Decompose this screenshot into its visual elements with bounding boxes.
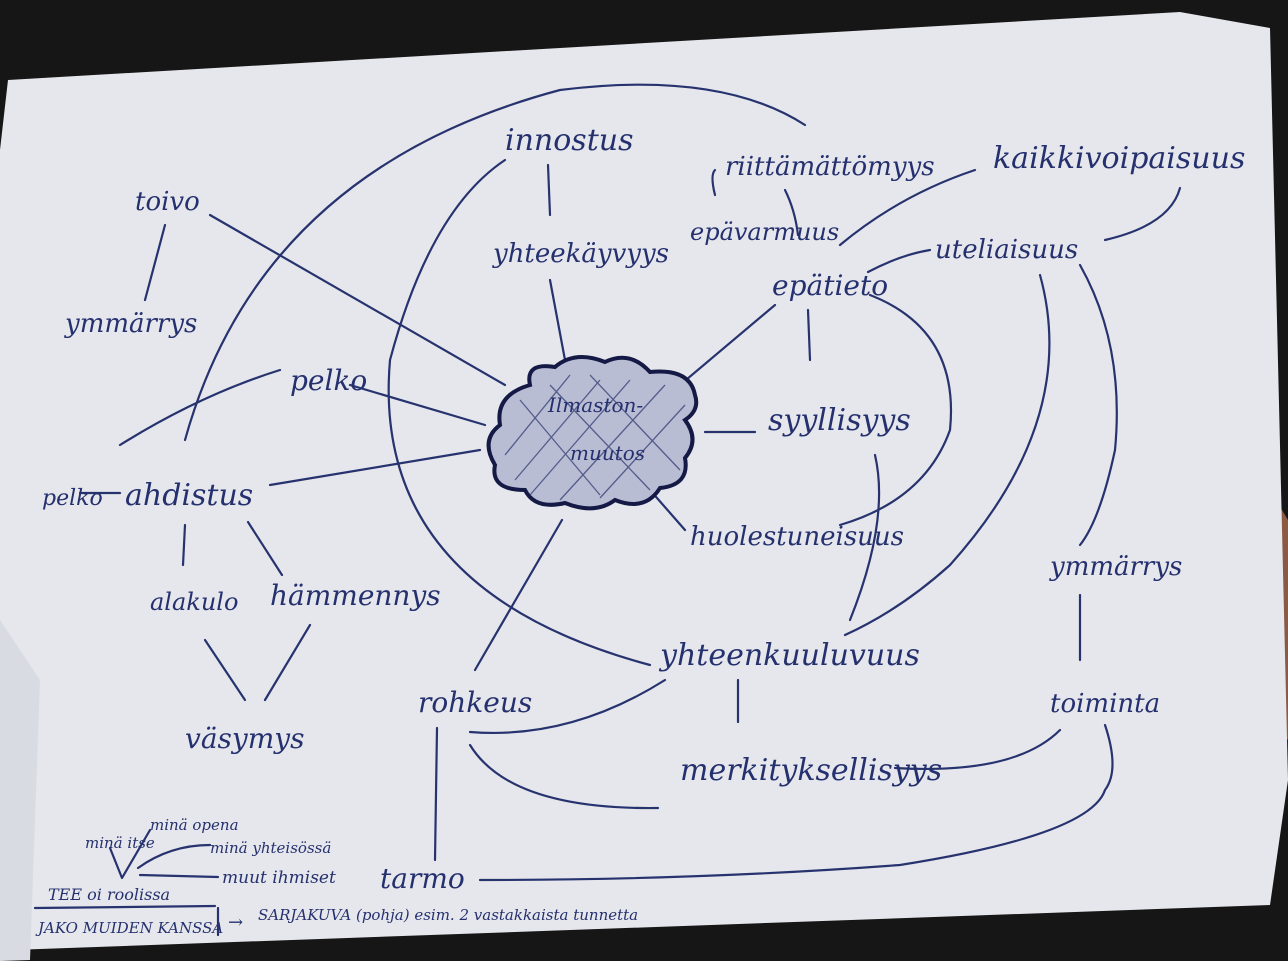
center-label-line2: muutos (570, 441, 645, 465)
note-mina-yhteisossa: minä yhteisössä (210, 839, 331, 857)
note-underline (33, 904, 217, 910)
node-syyllisyys: syyllisyys (768, 403, 911, 438)
node-ahdistus: ahdistus (125, 478, 253, 513)
node-merkityksellisyys: merkityksellisyys (680, 753, 942, 788)
note-tee-roolissa: TEE oi roolissa (48, 885, 170, 904)
node-alakulo: alakulo (150, 588, 238, 616)
node-pelko-left: pelko (42, 486, 103, 511)
note-sarjakuva: SARJAKUVA (pohja) esim. 2 vastakkaista t… (258, 906, 638, 924)
mindmap-nodes: innostus yhteekäyvyys riittämättömyys ep… (42, 123, 1245, 895)
node-ymmarrys-left: ymmärrys (64, 309, 197, 339)
node-ymmarrys-right: ymmärrys (1049, 552, 1182, 582)
center-label-line1: Ilmaston- (547, 393, 643, 417)
node-yhteekayvyys: yhteekäyvyys (492, 239, 669, 269)
node-epavarmuus: epävarmuus (690, 218, 839, 246)
paper-underneath (0, 620, 40, 961)
node-innostus: innostus (505, 123, 633, 158)
node-riittamattomyys: riittämättömyys (725, 152, 935, 182)
center-cloud: Ilmaston- muutos (486, 355, 699, 511)
node-pelko-top: pelko (290, 364, 367, 397)
note-arrow: → (228, 912, 243, 933)
node-huolestuneisuus: huolestuneisuus (690, 522, 904, 552)
node-hammennys: hämmennys (270, 579, 441, 612)
node-toivo: toivo (135, 187, 200, 217)
node-epatieto: epätieto (772, 269, 888, 302)
note-muut-ihmiset: muut ihmiset (222, 868, 336, 888)
note-mina-itse: minä itse (85, 834, 155, 852)
notes: minä itse minä opena minä yhteisössä muu… (33, 816, 638, 937)
node-vasymys: väsymys (185, 722, 304, 755)
note-mina-opeena: minä opena (150, 816, 239, 834)
node-toiminta: toiminta (1050, 689, 1160, 719)
node-tarmo: tarmo (380, 862, 465, 895)
node-kaikkivoipaisuus: kaikkivoipaisuus (993, 141, 1245, 176)
node-uteliaisuus: uteliaisuus (935, 235, 1078, 265)
note-v-lines (108, 828, 220, 880)
node-yhteenkuuluvuus: yhteenkuuluvuus (658, 638, 920, 673)
mindmap-connectors (78, 83, 1182, 882)
node-rohkeus: rohkeus (418, 686, 532, 719)
note-jako-muiden-kanssa: JAKO MUIDEN KANSSA (35, 919, 223, 937)
